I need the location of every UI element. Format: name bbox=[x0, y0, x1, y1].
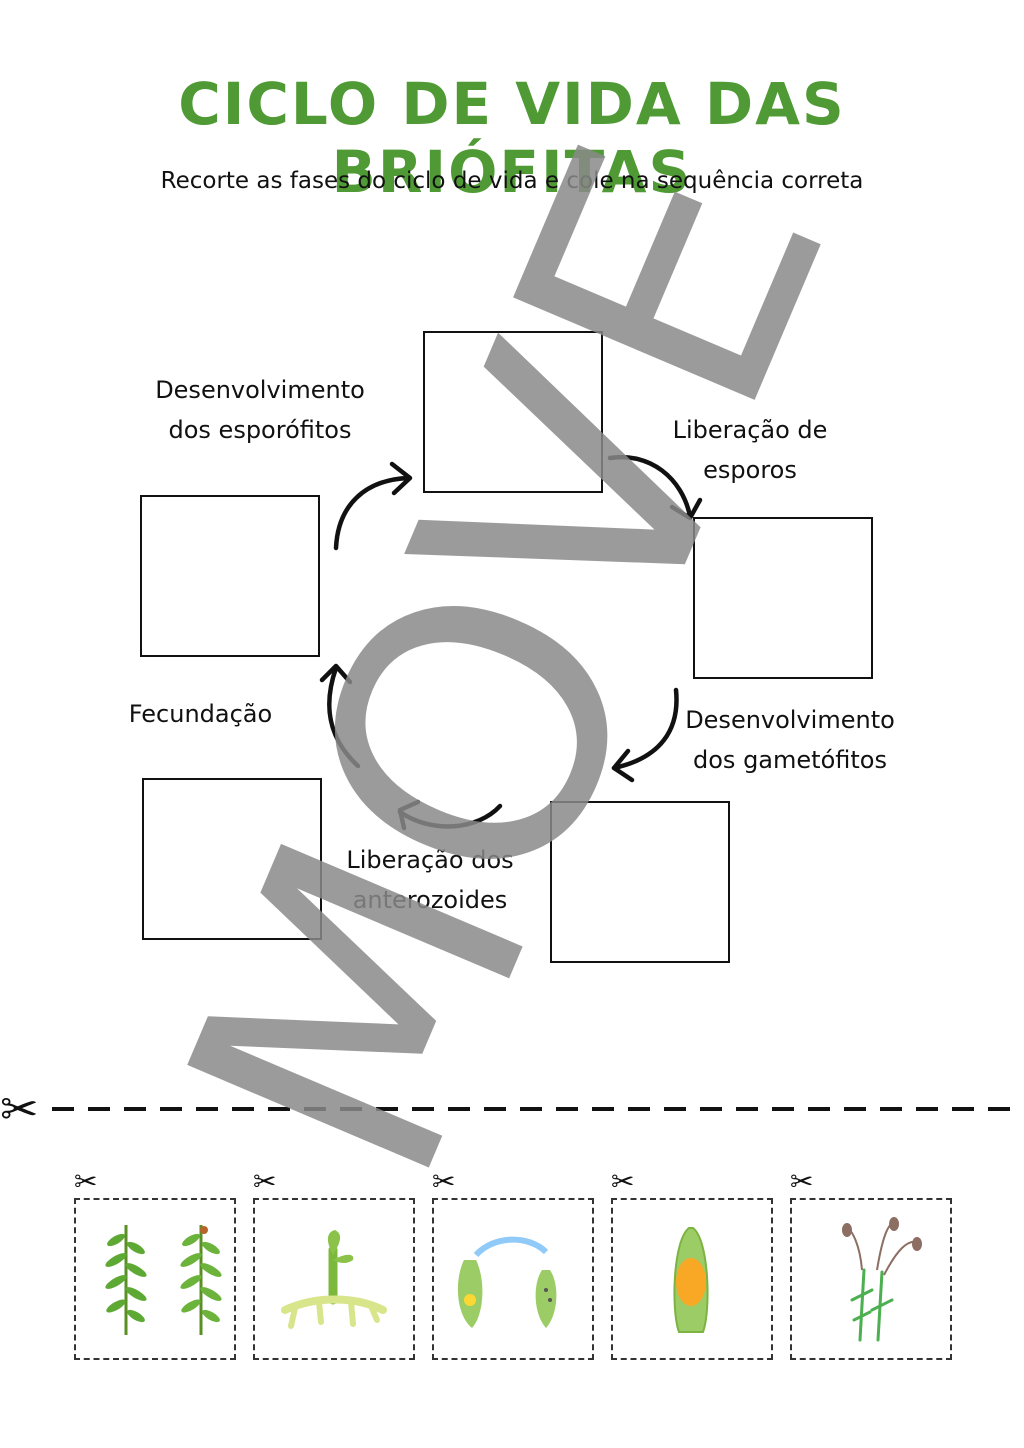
sporophyte-image bbox=[842, 1217, 922, 1342]
antherozoid-transfer-image bbox=[457, 1236, 557, 1328]
scissors-icon: ✂ bbox=[432, 1165, 456, 1198]
card-moss-gametophyte[interactable] bbox=[74, 1198, 236, 1360]
instructions: Recorte as fases do ciclo de vida e cole… bbox=[160, 168, 864, 194]
cycle-box-top[interactable] bbox=[423, 331, 603, 493]
cycle-box-bottom-right[interactable] bbox=[550, 801, 730, 963]
card-protonema[interactable] bbox=[253, 1198, 415, 1360]
cycle-box-right[interactable] bbox=[693, 517, 873, 679]
scissors-icon: ✂ bbox=[74, 1165, 98, 1198]
cycle-box-left[interactable] bbox=[140, 495, 320, 657]
card-antherozoids[interactable] bbox=[432, 1198, 594, 1360]
arrow-bottom-right-to-bottom-left bbox=[397, 799, 503, 831]
label-fecundacao: Fecundação bbox=[128, 700, 273, 728]
scissors-icon: ✂ bbox=[0, 1082, 39, 1136]
label-desenvolvimento-gametofitos: Desenvolvimento dos gametófitos bbox=[685, 706, 895, 774]
archegonium-image bbox=[673, 1227, 709, 1333]
label-liberacao-esporos: Liberação de esporos bbox=[672, 416, 828, 484]
moss-plant-image bbox=[105, 1225, 222, 1335]
arrow-right-to-bottom-right bbox=[611, 687, 679, 783]
arrow-bottom-left-to-left bbox=[319, 663, 361, 769]
cycle-box-bottom-left[interactable] bbox=[142, 778, 322, 940]
scissors-icon: ✂ bbox=[790, 1165, 814, 1198]
card-archegonium[interactable] bbox=[611, 1198, 773, 1360]
arrow-top-to-right bbox=[607, 454, 703, 521]
label-desenvolvimento-esporofitos: Desenvolvimento dos esporófitos bbox=[155, 376, 365, 444]
arrow-left-to-top bbox=[333, 461, 413, 551]
page-title: CICLO DE VIDA DAS BRIÓFITAS bbox=[178, 70, 846, 206]
label-liberacao-anterozoides: Liberação dos anterozoides bbox=[346, 846, 514, 914]
scissors-icon: ✂ bbox=[611, 1165, 635, 1198]
card-sporophyte[interactable] bbox=[790, 1198, 952, 1360]
protonema-image bbox=[281, 1230, 387, 1329]
scissors-icon: ✂ bbox=[253, 1165, 277, 1198]
